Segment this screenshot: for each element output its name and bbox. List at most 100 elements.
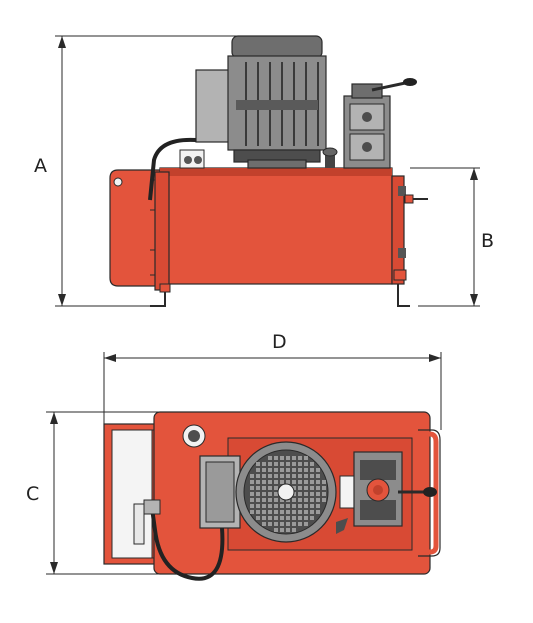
fan-grid-cell xyxy=(304,468,308,472)
fan-grid-cell xyxy=(310,504,314,508)
fan-grid-cell xyxy=(316,492,320,496)
fan-grid-cell xyxy=(268,474,272,478)
fan-grid-cell xyxy=(316,486,320,490)
hydraulic-valve-icon xyxy=(343,83,391,169)
fan-grid-cell xyxy=(280,522,284,526)
fan-grid-cell xyxy=(262,516,266,520)
fan-grid-cell xyxy=(286,510,290,514)
fan-grid-cell xyxy=(262,468,266,472)
fan-grid-cell xyxy=(298,486,302,490)
fan-grid-cell xyxy=(292,456,296,460)
fan-grid-cell xyxy=(268,498,272,502)
fan-grid-cell xyxy=(310,498,314,502)
valve-top xyxy=(353,451,437,527)
fan-grid-cell xyxy=(292,480,296,484)
fan-grid-cell xyxy=(298,498,302,502)
fan-grid-cell xyxy=(304,510,308,514)
fan-grid-cell xyxy=(304,492,308,496)
fan-grid-cell xyxy=(256,462,260,466)
tank-foot-right xyxy=(397,284,410,307)
fan-grid-cell xyxy=(256,504,260,508)
fan-grid-cell xyxy=(256,498,260,502)
fan-grid-cell xyxy=(280,528,284,532)
tank-body xyxy=(159,167,393,285)
fan-grid-cell xyxy=(286,474,290,478)
dimension-b-label: B xyxy=(481,230,494,252)
fan-grid-cell xyxy=(268,480,272,484)
fan-grid-cell xyxy=(274,528,278,532)
fan-grid-cell xyxy=(250,474,254,478)
junction-box-side xyxy=(195,69,233,143)
fan-grid-cell xyxy=(316,468,320,472)
fan-grid-cell xyxy=(256,492,260,496)
fan-grid-cell xyxy=(298,510,302,514)
fan-grid-cell xyxy=(316,474,320,478)
fan-grid-cell xyxy=(292,498,296,502)
fan-grid-cell xyxy=(304,480,308,484)
fan-grid-cell xyxy=(292,486,296,490)
fan-grid-cell xyxy=(268,468,272,472)
fan-grid-cell xyxy=(298,474,302,478)
side-view: A B xyxy=(34,35,494,307)
fan-grid-cell xyxy=(274,456,278,460)
dimension-b: B xyxy=(410,167,494,307)
fan-grid-cell xyxy=(274,486,278,490)
fan-grid-cell xyxy=(262,504,266,508)
fan-grid-cell xyxy=(322,486,326,490)
fan-grid-cell xyxy=(250,510,254,514)
fan-grid-cell xyxy=(310,510,314,514)
fan-grid-cell xyxy=(274,510,278,514)
fan-grid-cell xyxy=(286,504,290,508)
fan-grid-cell xyxy=(310,486,314,490)
fan-grid-cell xyxy=(250,480,254,484)
fan-grid-cell xyxy=(286,468,290,472)
fan-grid-cell xyxy=(256,480,260,484)
fan-grid-cell xyxy=(280,474,284,478)
fan-grid-cell xyxy=(262,492,266,496)
fan-grid-cell xyxy=(298,480,302,484)
fan-grid-cell xyxy=(268,492,272,496)
fan-grid-cell xyxy=(298,456,302,460)
fan-grid-cell xyxy=(268,486,272,490)
fan-grid-cell xyxy=(268,510,272,514)
fan-grid-cell xyxy=(310,480,314,484)
fan-grid-cell xyxy=(268,522,272,526)
top-view: D C xyxy=(26,331,442,581)
motor-fan-cover xyxy=(235,441,337,543)
fan-grid-cell xyxy=(262,486,266,490)
fan-grid-cell xyxy=(250,498,254,502)
fan-grid-cell xyxy=(280,468,284,472)
fan-grid-cell xyxy=(280,498,284,502)
fan-grid-cell xyxy=(268,462,272,466)
fan-grid-cell xyxy=(280,504,284,508)
fan-grid-cell xyxy=(304,504,308,508)
fan-grid-cell xyxy=(316,504,320,508)
fan-grid-cell xyxy=(250,486,254,490)
dimension-d-label: D xyxy=(272,331,287,353)
fan-grid-cell xyxy=(292,462,296,466)
fan-grid-cell xyxy=(298,462,302,466)
fan-grid-cell xyxy=(280,516,284,520)
fan-grid-cell xyxy=(268,504,272,508)
fan-grid-cell xyxy=(286,480,290,484)
fan-grid-cell xyxy=(256,486,260,490)
fan-grid-cell xyxy=(274,522,278,526)
fan-grid-cell xyxy=(262,522,266,526)
carry-handle xyxy=(418,429,441,557)
fan-grid-cell xyxy=(310,462,314,466)
fan-grid-cell xyxy=(298,492,302,496)
fan-grid-cell xyxy=(262,510,266,514)
fan-grid-cell xyxy=(250,504,254,508)
dimension-d: D xyxy=(103,331,442,430)
fan-grid-cell xyxy=(298,522,302,526)
power-cable-top xyxy=(150,507,225,581)
fan-grid-cell xyxy=(304,474,308,478)
fan-grid-cell xyxy=(298,468,302,472)
fan-grid-cell xyxy=(304,498,308,502)
fan-grid-cell xyxy=(274,462,278,466)
fan-grid-cell xyxy=(274,504,278,508)
fan-grid-cell xyxy=(280,480,284,484)
dimension-c: C xyxy=(26,411,160,575)
fan-grid-cell xyxy=(292,510,296,514)
fan-grid-cell xyxy=(250,492,254,496)
